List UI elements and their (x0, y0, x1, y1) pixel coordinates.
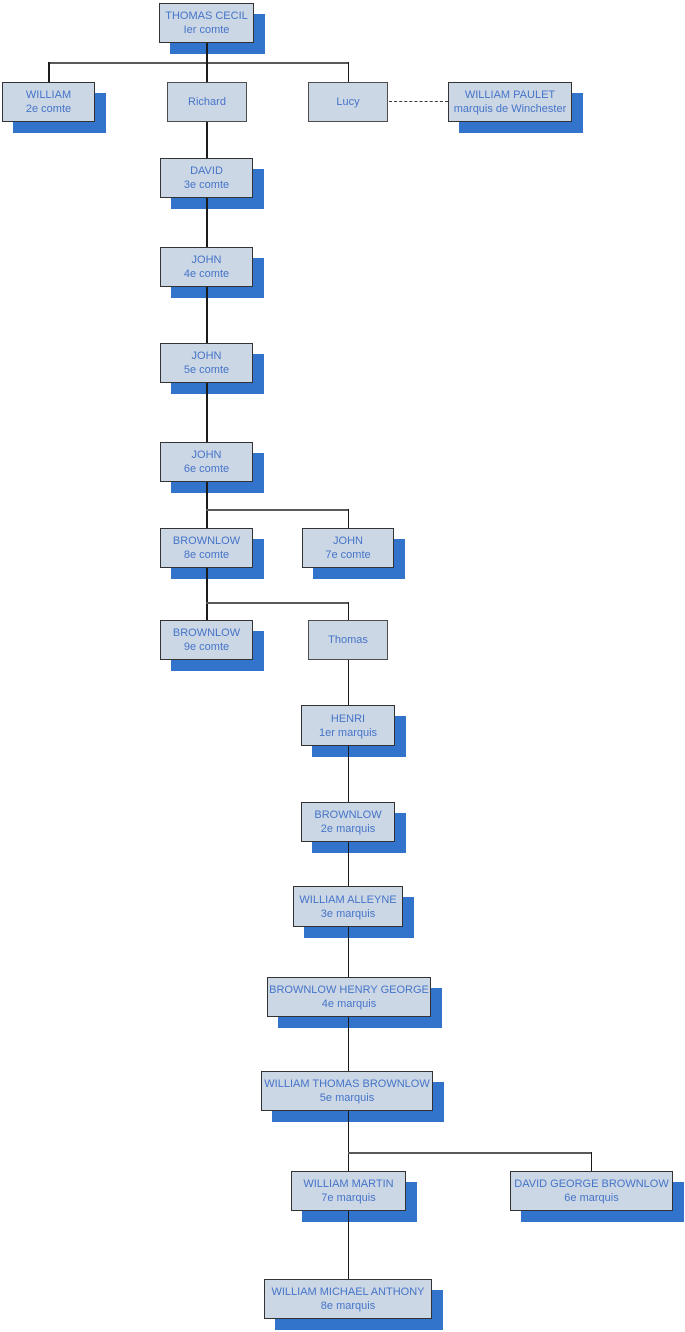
connector-line (347, 1211, 349, 1279)
connector-rail (206, 602, 349, 604)
connector-line (590, 1152, 592, 1171)
tree-node-richard: Richard (167, 82, 247, 122)
node-name: HENRI (330, 712, 366, 725)
node-subtitle: 2e marquis (320, 823, 376, 835)
connector-line (48, 62, 50, 82)
node-name: BROWNLOW (172, 627, 241, 639)
node-subtitle: 5e comte (183, 364, 230, 376)
connector-line (206, 482, 208, 528)
node-subtitle: 6e marquis (564, 1192, 619, 1204)
node-subtitle: 1er marquis (318, 726, 378, 739)
node-subtitle: 3e marquis (320, 907, 376, 920)
node-name: THOMAS CECIL (165, 10, 248, 22)
node-name: WILLIAM (25, 89, 72, 101)
node-name: WILLIAM THOMAS BROWNLOW (264, 1078, 430, 1090)
connector-line (206, 122, 208, 158)
tree-node-thomas-cecil: THOMAS CECIL Ier comte (159, 3, 254, 43)
connector-line (347, 509, 349, 528)
node-name: WILLIAM PAULET (464, 89, 556, 101)
node-subtitle: 7e comte (325, 549, 371, 561)
tree-node-david-3e: DAVID 3e comte (160, 158, 253, 198)
connector-line (347, 842, 349, 886)
connector-line (206, 43, 208, 62)
node-name: BROWNLOW (314, 809, 382, 821)
connector-line (347, 62, 349, 82)
connector-line (347, 660, 349, 705)
tree-node-john-4e: JOHN 4e comte (160, 247, 253, 287)
node-name: JOHN (333, 535, 363, 547)
tree-node-john-5e: JOHN 5e comte (160, 343, 253, 383)
node-name: Lucy (336, 96, 360, 108)
marriage-dashed-line (389, 101, 448, 102)
tree-node-william-2e: WILLIAM 2e comte (2, 82, 95, 122)
connector-line (206, 198, 208, 247)
connector-line (206, 383, 208, 442)
tree-node-william-michael-anthony-8e: WILLIAM MICHAEL ANTHONY 8e marquis (264, 1279, 432, 1319)
tree-node-brownlow-henry-george-4e: BROWNLOW HENRY GEORGE 4e marquis (267, 977, 431, 1017)
connector-line (347, 1017, 349, 1071)
tree-node-john-7e: JOHN 7e comte (302, 528, 394, 568)
connector-line (347, 1111, 349, 1171)
connector-line (206, 287, 208, 343)
connector-rail (48, 62, 349, 64)
connector-line (347, 927, 349, 977)
node-subtitle: 2e comte (25, 103, 72, 115)
node-subtitle: 4e marquis (321, 998, 377, 1010)
node-name: BROWNLOW HENRY GEORGE (269, 984, 429, 996)
tree-node-brownlow-2e: BROWNLOW 2e marquis (301, 802, 395, 842)
tree-node-john-6e: JOHN 6e comte (160, 442, 253, 482)
tree-node-lucy: Lucy (308, 82, 388, 122)
node-name: Thomas (328, 634, 368, 646)
connector-line (206, 568, 208, 620)
node-name: DAVID GEORGE BROWNLOW (514, 1178, 669, 1190)
connector-line (347, 746, 349, 802)
tree-node-henri-1er: HENRI 1er marquis (301, 705, 395, 746)
tree-node-thomas: Thomas (308, 620, 388, 660)
node-name: BROWNLOW (172, 535, 241, 547)
node-subtitle: marquis de Winchester (453, 103, 567, 115)
connector-line (206, 62, 208, 82)
tree-node-brownlow-9e: BROWNLOW 9e comte (160, 620, 253, 660)
tree-node-william-thomas-brownlow-5e: WILLIAM THOMAS BROWNLOW 5e marquis (261, 1071, 433, 1111)
connector-line (347, 602, 349, 620)
node-name: DAVID (190, 165, 223, 177)
node-subtitle: Ier comte (183, 24, 230, 36)
node-subtitle: 8e comte (183, 549, 230, 561)
node-subtitle: 3e comte (183, 179, 230, 191)
node-name: JOHN (191, 350, 222, 362)
node-name: Richard (188, 96, 226, 108)
node-name: JOHN (191, 254, 222, 266)
node-name: JOHN (191, 449, 222, 461)
node-name: WILLIAM MICHAEL ANTHONY (271, 1286, 425, 1298)
node-subtitle: 5e marquis (319, 1092, 375, 1104)
node-name: WILLIAM ALLEYNE (299, 893, 397, 906)
tree-node-brownlow-8e: BROWNLOW 8e comte (160, 528, 253, 568)
node-subtitle: 6e comte (183, 463, 230, 475)
connector-rail (347, 1152, 592, 1154)
node-subtitle: 7e marquis (321, 1192, 376, 1204)
node-name: WILLIAM MARTIN (303, 1178, 394, 1190)
node-subtitle: 8e marquis (320, 1300, 376, 1312)
connector-rail (206, 509, 349, 511)
tree-node-william-martin-7e: WILLIAM MARTIN 7e marquis (291, 1171, 406, 1211)
node-subtitle: 4e comte (183, 268, 230, 280)
tree-node-william-alleyne-3e: WILLIAM ALLEYNE 3e marquis (293, 886, 403, 927)
tree-node-david-george-brownlow-6e: DAVID GEORGE BROWNLOW 6e marquis (510, 1171, 673, 1211)
tree-node-william-paulet: WILLIAM PAULET marquis de Winchester (448, 82, 572, 122)
node-subtitle: 9e comte (183, 641, 230, 653)
